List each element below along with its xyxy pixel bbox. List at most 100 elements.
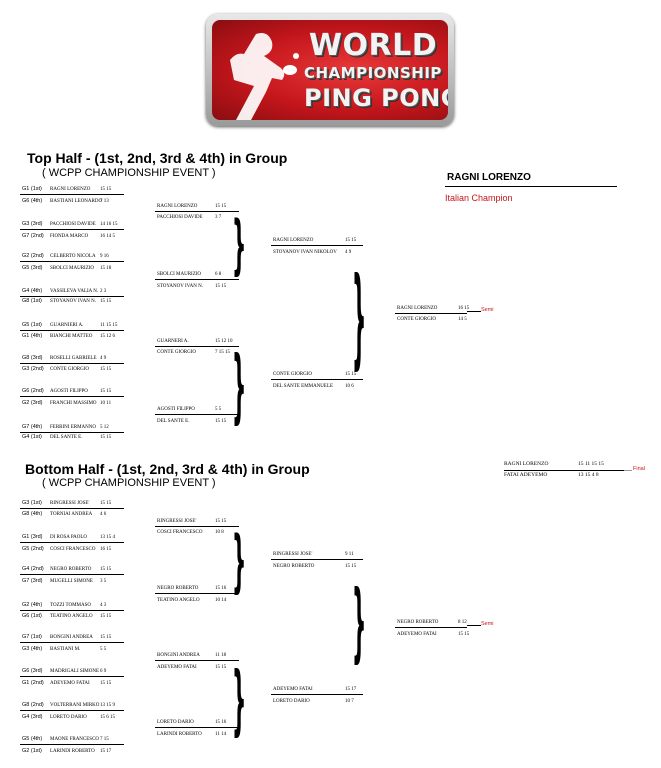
bracket-brace: } (232, 519, 247, 601)
player-name: ADEYEMO FATAI (273, 687, 313, 692)
player-name: SBOLCI MAURIZIO (50, 266, 95, 271)
player-name: COSCI FRANCESCO (157, 530, 203, 535)
final-divider (504, 470, 624, 471)
group-label: G1 (3rd) (22, 534, 43, 540)
group-label: G7 (4th) (22, 424, 43, 430)
logo-word-championship: CHAMPIONSHIP OF (304, 64, 448, 82)
bracket-brace: } (352, 569, 367, 673)
semi-divider (395, 313, 467, 314)
player-score: 10 14 (215, 598, 227, 603)
player-score: 5 12 (100, 425, 109, 430)
player-name: LARINDI ROBERTO (157, 732, 202, 737)
player-score: 15 15 (215, 204, 227, 209)
match-divider (20, 396, 124, 397)
player-name: ADEYEMO FATAI (397, 632, 437, 637)
tournament-logo: WORLD CHAMPIONSHIP OF PING PONG (206, 14, 454, 126)
group-label: G4 (3rd) (22, 714, 43, 720)
player-name: BASTIANI LEONARDO (50, 199, 103, 204)
player-score: 15 16 (215, 720, 227, 725)
player-name: RINGRESSI JOSE' (157, 519, 197, 524)
final-label: Final (633, 466, 645, 472)
player-name: FIONDA MARCO (50, 234, 89, 239)
player-name: COSCI FRANCESCO (50, 547, 96, 552)
player-name: STOYANOV IVAN N. (157, 284, 203, 289)
player-score: 15 17 (100, 749, 112, 754)
group-label: G4 (2nd) (22, 566, 44, 572)
match-divider (20, 508, 124, 509)
logo-word-ping-pong: PING PONG (304, 84, 448, 112)
player-score: 14 5 (458, 317, 467, 322)
final-score-2: 13 15 4 8 (578, 472, 599, 478)
final-match: RAGNI LORENZO 15 11 15 15 FATAI ADEYEMO … (504, 461, 624, 483)
champion-name: RAGNI LORENZO (447, 172, 531, 183)
player-score: 15 6 15 (100, 715, 115, 720)
player-name: CELBERTO NICOLA (50, 254, 96, 259)
player-score: 4 9 (100, 356, 107, 361)
player-name: MADRIGALI SIMONE (50, 669, 100, 674)
match-divider (155, 211, 239, 212)
player-name: AGOSTI FILIPPO (157, 407, 195, 412)
group-label: G5 (2nd) (22, 546, 44, 552)
final-player-1: RAGNI LORENZO (504, 461, 549, 467)
player-name: DEL SANTE EMMANUELE (273, 384, 334, 389)
semi-divider (395, 627, 467, 628)
player-score: 15 15 (215, 419, 227, 424)
group-label: G7 (2nd) (22, 233, 44, 239)
final-player-2: FATAI ADEYEMO (504, 472, 548, 478)
player-score: 7 15 (100, 737, 109, 742)
player-score: 3 7 (215, 215, 222, 220)
group-label: G7 (1st) (22, 634, 42, 640)
player-score: 8 12 (458, 620, 467, 625)
player-score: 4 9 (345, 250, 352, 255)
group-label: G3 (3rd) (22, 221, 43, 227)
bracket-brace: } (352, 251, 367, 381)
player-score: 10 11 (100, 401, 112, 406)
match-divider (155, 660, 239, 661)
player-name: DEL SANTE E. (50, 435, 83, 440)
group-label: G3 (2nd) (22, 366, 44, 372)
player-score: 15 15 (100, 187, 112, 192)
player-name: AGOSTI FILIPPO (50, 389, 88, 394)
player-score: 15 15 (100, 614, 112, 619)
player-score: 15 16 (215, 586, 227, 591)
group-label: G5 (3rd) (22, 265, 43, 271)
match-divider (155, 346, 239, 347)
player-name: VASSILEVA VALIA N. (50, 289, 99, 294)
player-name: PACCHIOSI DAVIDE (157, 215, 203, 220)
player-name: RAGNI LORENZO (50, 187, 91, 192)
match-divider (20, 710, 124, 711)
player-name: TEATINO ANGELO (157, 598, 200, 603)
match-divider (271, 379, 363, 380)
player-score: 15 15 (100, 635, 112, 640)
bracket-brace: } (232, 653, 247, 745)
player-score: 15 15 (100, 389, 112, 394)
semi-label: Semi (481, 621, 494, 627)
group-label: G1 (4th) (22, 333, 43, 339)
final-score-1: 15 11 15 15 (578, 461, 604, 467)
player-name: CONTE GIORGIO (273, 372, 313, 377)
group-label: G5 (4th) (22, 736, 43, 742)
match-divider (20, 194, 124, 195)
player-score: 15 15 (100, 567, 112, 572)
player-score: 11 18 (215, 653, 227, 658)
group-label: G8 (4th) (22, 511, 43, 517)
semi-label: Semi (481, 307, 494, 313)
player-name: GUARNIERI A. (50, 323, 84, 328)
group-label: G3 (4th) (22, 646, 43, 652)
group-label: G8 (2nd) (22, 702, 44, 708)
match-divider (20, 296, 124, 297)
player-name: LORETO DARIO (273, 699, 310, 704)
match-divider (271, 694, 363, 695)
group-label: G6 (3rd) (22, 668, 43, 674)
player-score: 15 15 (215, 665, 227, 670)
player-name: CONTE GIORGIO (157, 350, 197, 355)
match-divider (20, 363, 124, 364)
bracket-brace: } (232, 205, 247, 283)
player-score: 9 11 (345, 552, 354, 557)
player-name: SBOLCI MAURIZIO (157, 272, 202, 277)
player-score: 15 15 (345, 372, 357, 377)
player-score: 15 15 (100, 435, 112, 440)
player-score: 11 15 15 (100, 323, 118, 328)
